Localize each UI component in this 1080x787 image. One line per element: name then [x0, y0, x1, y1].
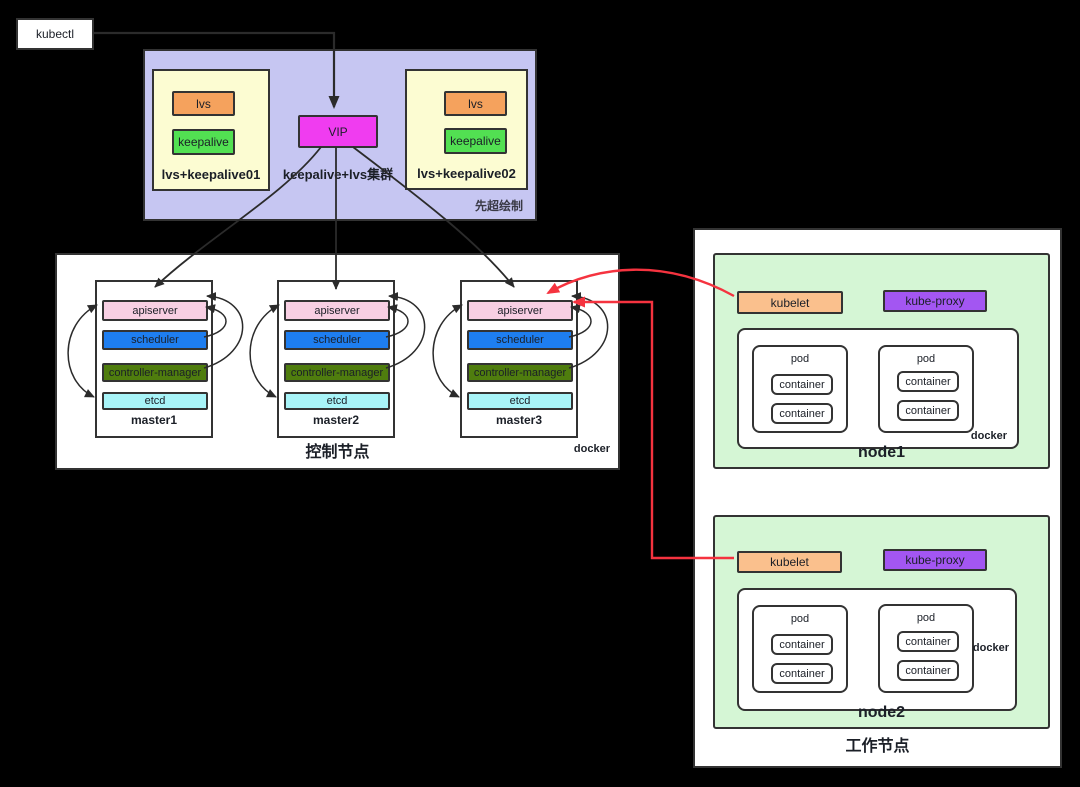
docker-runtime-box: pod container container pod container co…: [737, 328, 1019, 449]
container-chip: container: [897, 631, 959, 652]
scheduler-label: scheduler: [313, 334, 361, 346]
master3-box: apiserver scheduler controller-manager e…: [460, 280, 578, 438]
scheduler-chip: scheduler: [467, 330, 573, 350]
controller-manager-label: controller-manager: [290, 366, 384, 379]
control-plane-title: 控制节点: [305, 444, 370, 461]
master-name: master3: [495, 413, 543, 427]
scheduler-chip: scheduler: [102, 330, 208, 350]
container-label: container: [779, 378, 825, 391]
kube-proxy-label: kube-proxy: [905, 553, 965, 567]
keepalive-chip: keepalive: [444, 128, 507, 154]
apiserver-chip: apiserver: [102, 300, 208, 321]
pod-box: pod container container: [752, 605, 848, 693]
etcd-chip: etcd: [284, 392, 390, 410]
scheduler-label: scheduler: [496, 334, 544, 346]
container-chip: container: [771, 403, 833, 424]
kubectl-label: kubectl: [35, 27, 75, 41]
kubelet-label: kubelet: [770, 555, 809, 569]
etcd-chip: etcd: [467, 392, 573, 410]
apiserver-label: apiserver: [497, 304, 543, 317]
pod-label: pod: [790, 613, 810, 625]
controller-manager-label: controller-manager: [108, 366, 202, 379]
lvs-label: lvs: [196, 96, 211, 111]
container-label: container: [905, 375, 951, 388]
member-name: lvs+keepalive02: [417, 166, 516, 181]
scheduler-chip: scheduler: [284, 330, 390, 350]
pod-box: pod container container: [752, 345, 848, 433]
member-name: lvs+keepalive01: [161, 167, 261, 182]
docker-label: docker: [972, 642, 1009, 654]
docker-label: docker: [970, 430, 1007, 442]
container-chip: container: [771, 374, 833, 395]
container-label: container: [779, 667, 825, 680]
lvs-cluster-box: lvs keepalive lvs+keepalive01 VIP keepal…: [143, 49, 537, 221]
etcd-label: etcd: [144, 395, 166, 407]
lvs-label: lvs: [468, 96, 483, 111]
kube-proxy-chip: kube-proxy: [883, 290, 987, 312]
kubelet-chip: kubelet: [737, 291, 843, 314]
container-chip: container: [897, 660, 959, 681]
docker-label: docker: [573, 443, 610, 455]
container-label: container: [779, 407, 825, 420]
node1-box: kubelet kube-proxy pod container contain…: [713, 253, 1050, 469]
kube-proxy-label: kube-proxy: [905, 294, 965, 308]
apiserver-label: apiserver: [132, 304, 178, 317]
keepalive-chip: keepalive: [172, 129, 235, 155]
etcd-chip: etcd: [102, 392, 208, 410]
kube-proxy-chip: kube-proxy: [883, 549, 987, 571]
worker-plane-box: kubelet kube-proxy pod container contain…: [693, 228, 1062, 768]
lvs-chip: lvs: [172, 91, 235, 116]
docker-runtime-box: pod container container pod container co…: [737, 588, 1017, 711]
control-plane-box: apiserver scheduler controller-manager e…: [55, 253, 620, 470]
container-label: container: [905, 404, 951, 417]
vip-chip: VIP: [298, 115, 378, 148]
controller-manager-label: controller-manager: [473, 366, 567, 379]
lvs-chip: lvs: [444, 91, 507, 116]
master2-box: apiserver scheduler controller-manager e…: [277, 280, 395, 438]
lvs-keepalive01-box: lvs keepalive lvs+keepalive01: [152, 69, 270, 191]
credit-label: 先超绘制: [474, 199, 523, 213]
container-label: container: [905, 664, 951, 677]
keepalive-label: keepalive: [450, 134, 501, 148]
vip-label: VIP: [328, 124, 348, 139]
container-chip: container: [771, 634, 833, 655]
cluster-title: keepalive+lvs集群: [282, 167, 394, 182]
master-name: master1: [130, 413, 178, 427]
apiserver-label: apiserver: [314, 304, 360, 317]
pod-box: pod container container: [878, 604, 974, 693]
lvs-keepalive02-box: lvs keepalive lvs+keepalive02: [405, 69, 528, 190]
pod-label: pod: [916, 612, 936, 624]
etcd-label: etcd: [509, 395, 531, 407]
container-label: container: [905, 635, 951, 648]
node-name: node2: [857, 704, 906, 721]
pod-label: pod: [790, 353, 810, 365]
node2-box: kubelet kube-proxy pod container contain…: [713, 515, 1050, 729]
keepalive-label: keepalive: [178, 135, 229, 149]
container-chip: container: [897, 400, 959, 421]
kubelet-chip: kubelet: [737, 551, 842, 573]
apiserver-chip: apiserver: [284, 300, 390, 321]
container-label: container: [779, 638, 825, 651]
kubectl-box: kubectl: [16, 18, 94, 50]
pod-label: pod: [916, 353, 936, 365]
node-name: node1: [857, 444, 906, 461]
etcd-label: etcd: [326, 395, 348, 407]
controller-manager-chip: controller-manager: [467, 363, 573, 382]
container-chip: container: [771, 663, 833, 684]
scheduler-label: scheduler: [131, 334, 179, 346]
apiserver-chip: apiserver: [467, 300, 573, 321]
master1-box: apiserver scheduler controller-manager e…: [95, 280, 213, 438]
worker-plane-title: 工作节点: [845, 738, 910, 755]
pod-box: pod container container: [878, 345, 974, 433]
master-name: master2: [312, 413, 360, 427]
container-chip: container: [897, 371, 959, 392]
controller-manager-chip: controller-manager: [284, 363, 390, 382]
controller-manager-chip: controller-manager: [102, 363, 208, 382]
kubelet-label: kubelet: [770, 295, 810, 310]
